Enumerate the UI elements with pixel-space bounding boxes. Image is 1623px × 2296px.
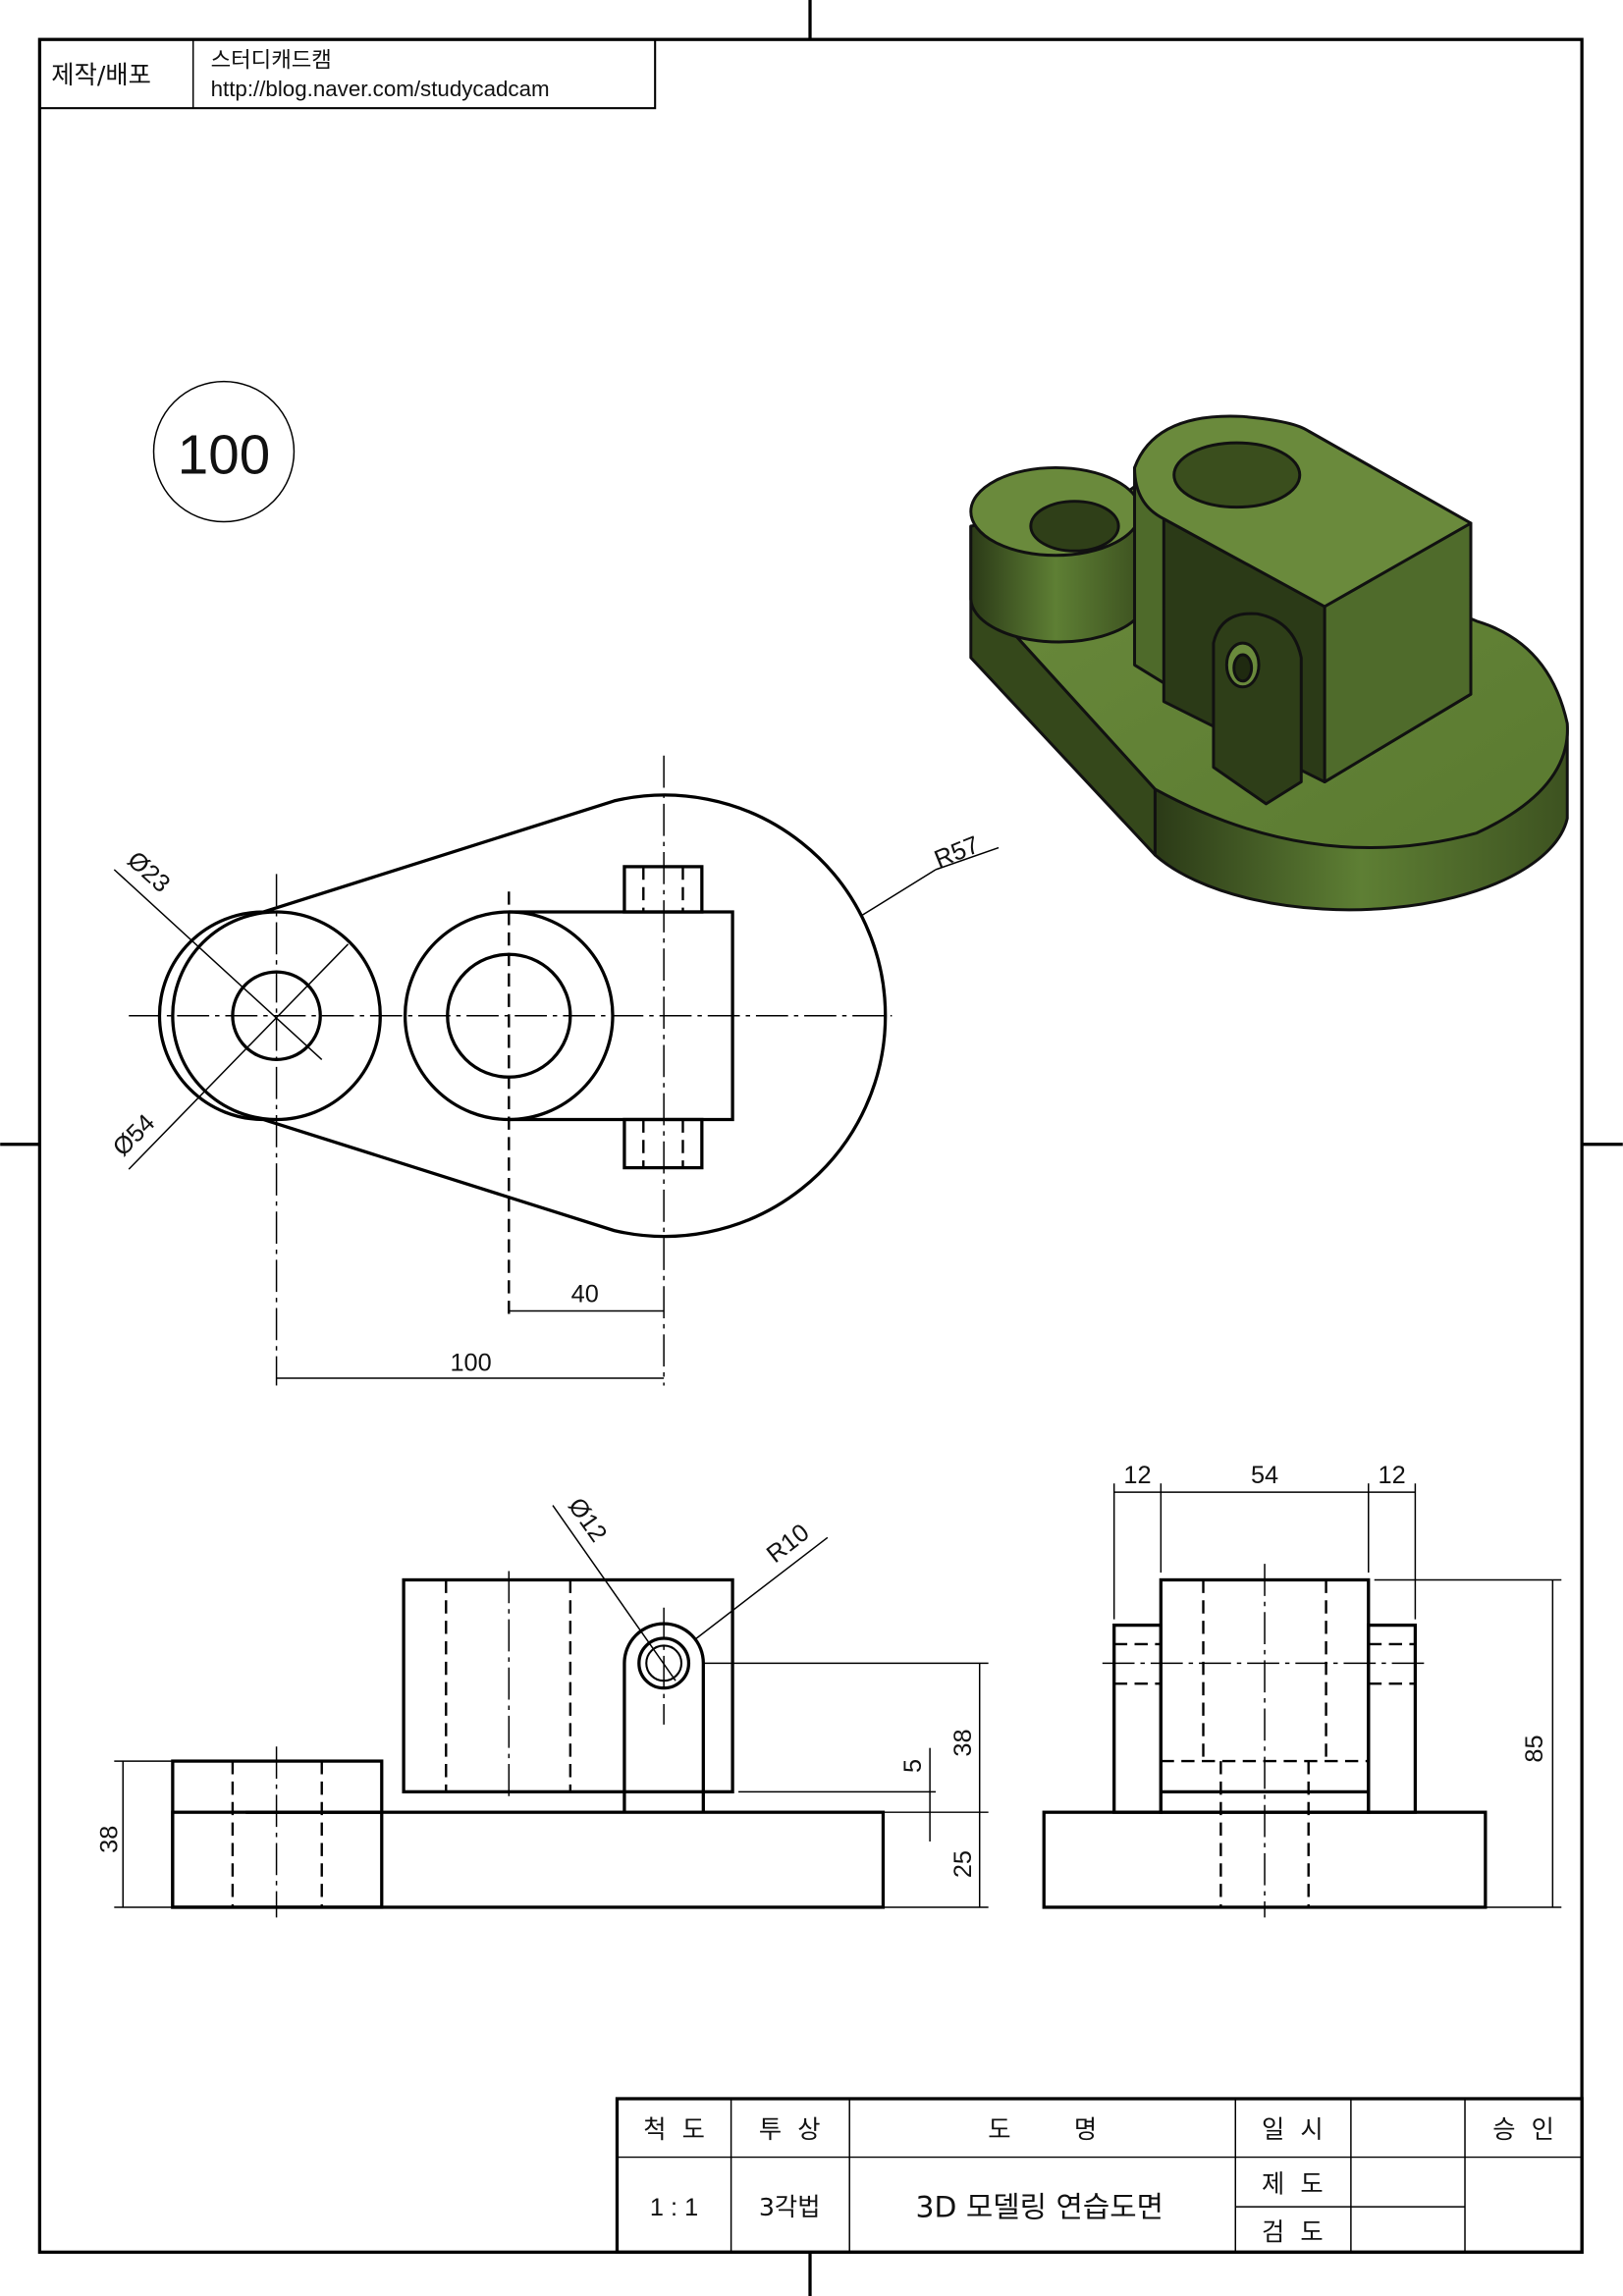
dim-diameter-54: Ø54 [108,1109,161,1162]
dim-offset-40: 40 [571,1281,599,1308]
drawing-number-badge: 100 [152,380,296,523]
dim-diameter-23: Ø23 [122,846,175,898]
checked-label: 검 도 [1262,2217,1324,2246]
drawing-number: 100 [178,423,270,485]
title-block: 척 도 투 상 도 명 일 시 승 인 1 : 1 3각법 3D 모델링 연습도… [615,2097,1584,2254]
projection-value: 3각법 [759,2193,821,2221]
dim-height-85: 85 [1521,1735,1548,1762]
dim-length-100: 100 [450,1350,491,1377]
top-view: Ø23 Ø54 R57 40 100 [108,755,1000,1386]
dim-left-height-38: 38 [95,1826,123,1853]
drawn-label: 제 도 [1262,2169,1324,2198]
dim-ear-left-12: 12 [1123,1462,1151,1489]
dim-hole-height-38: 38 [949,1729,977,1756]
scale-label: 척 도 [643,2115,705,2144]
header-label: 제작/배포 [51,61,151,89]
sheet-border [37,37,1584,2254]
dim-base-height-25: 25 [949,1850,977,1878]
dim-ear-right-12: 12 [1379,1462,1406,1489]
drawing-name-value: 3D 모델링 연습도면 [916,2191,1163,2225]
projection-label: 투 상 [759,2115,821,2144]
date-label: 일 시 [1262,2115,1324,2144]
drawing-name-label: 도 명 [988,2115,1097,2144]
side-view: 12 54 12 85 [1042,1462,1562,1918]
header-url[interactable]: http://blog.naver.com/studycadcam [211,77,550,101]
dim-width-54: 54 [1251,1462,1278,1489]
dim-gap-5: 5 [899,1759,927,1773]
author-header: 제작/배포 스터디캐드캠 http://blog.naver.com/study… [38,38,657,110]
front-view: 38 38 25 5 Ø12 R10 [95,1493,989,1918]
dim-hole-diameter-12: Ø12 [563,1493,612,1547]
isometric-3d-model [969,414,1569,912]
scale-value: 1 : 1 [650,2194,698,2221]
approval-label: 승 인 [1492,2115,1554,2144]
dim-radius-10: R10 [762,1519,815,1569]
header-author: 스터디캐드캠 [211,47,332,73]
dim-radius-57: R57 [931,831,984,874]
